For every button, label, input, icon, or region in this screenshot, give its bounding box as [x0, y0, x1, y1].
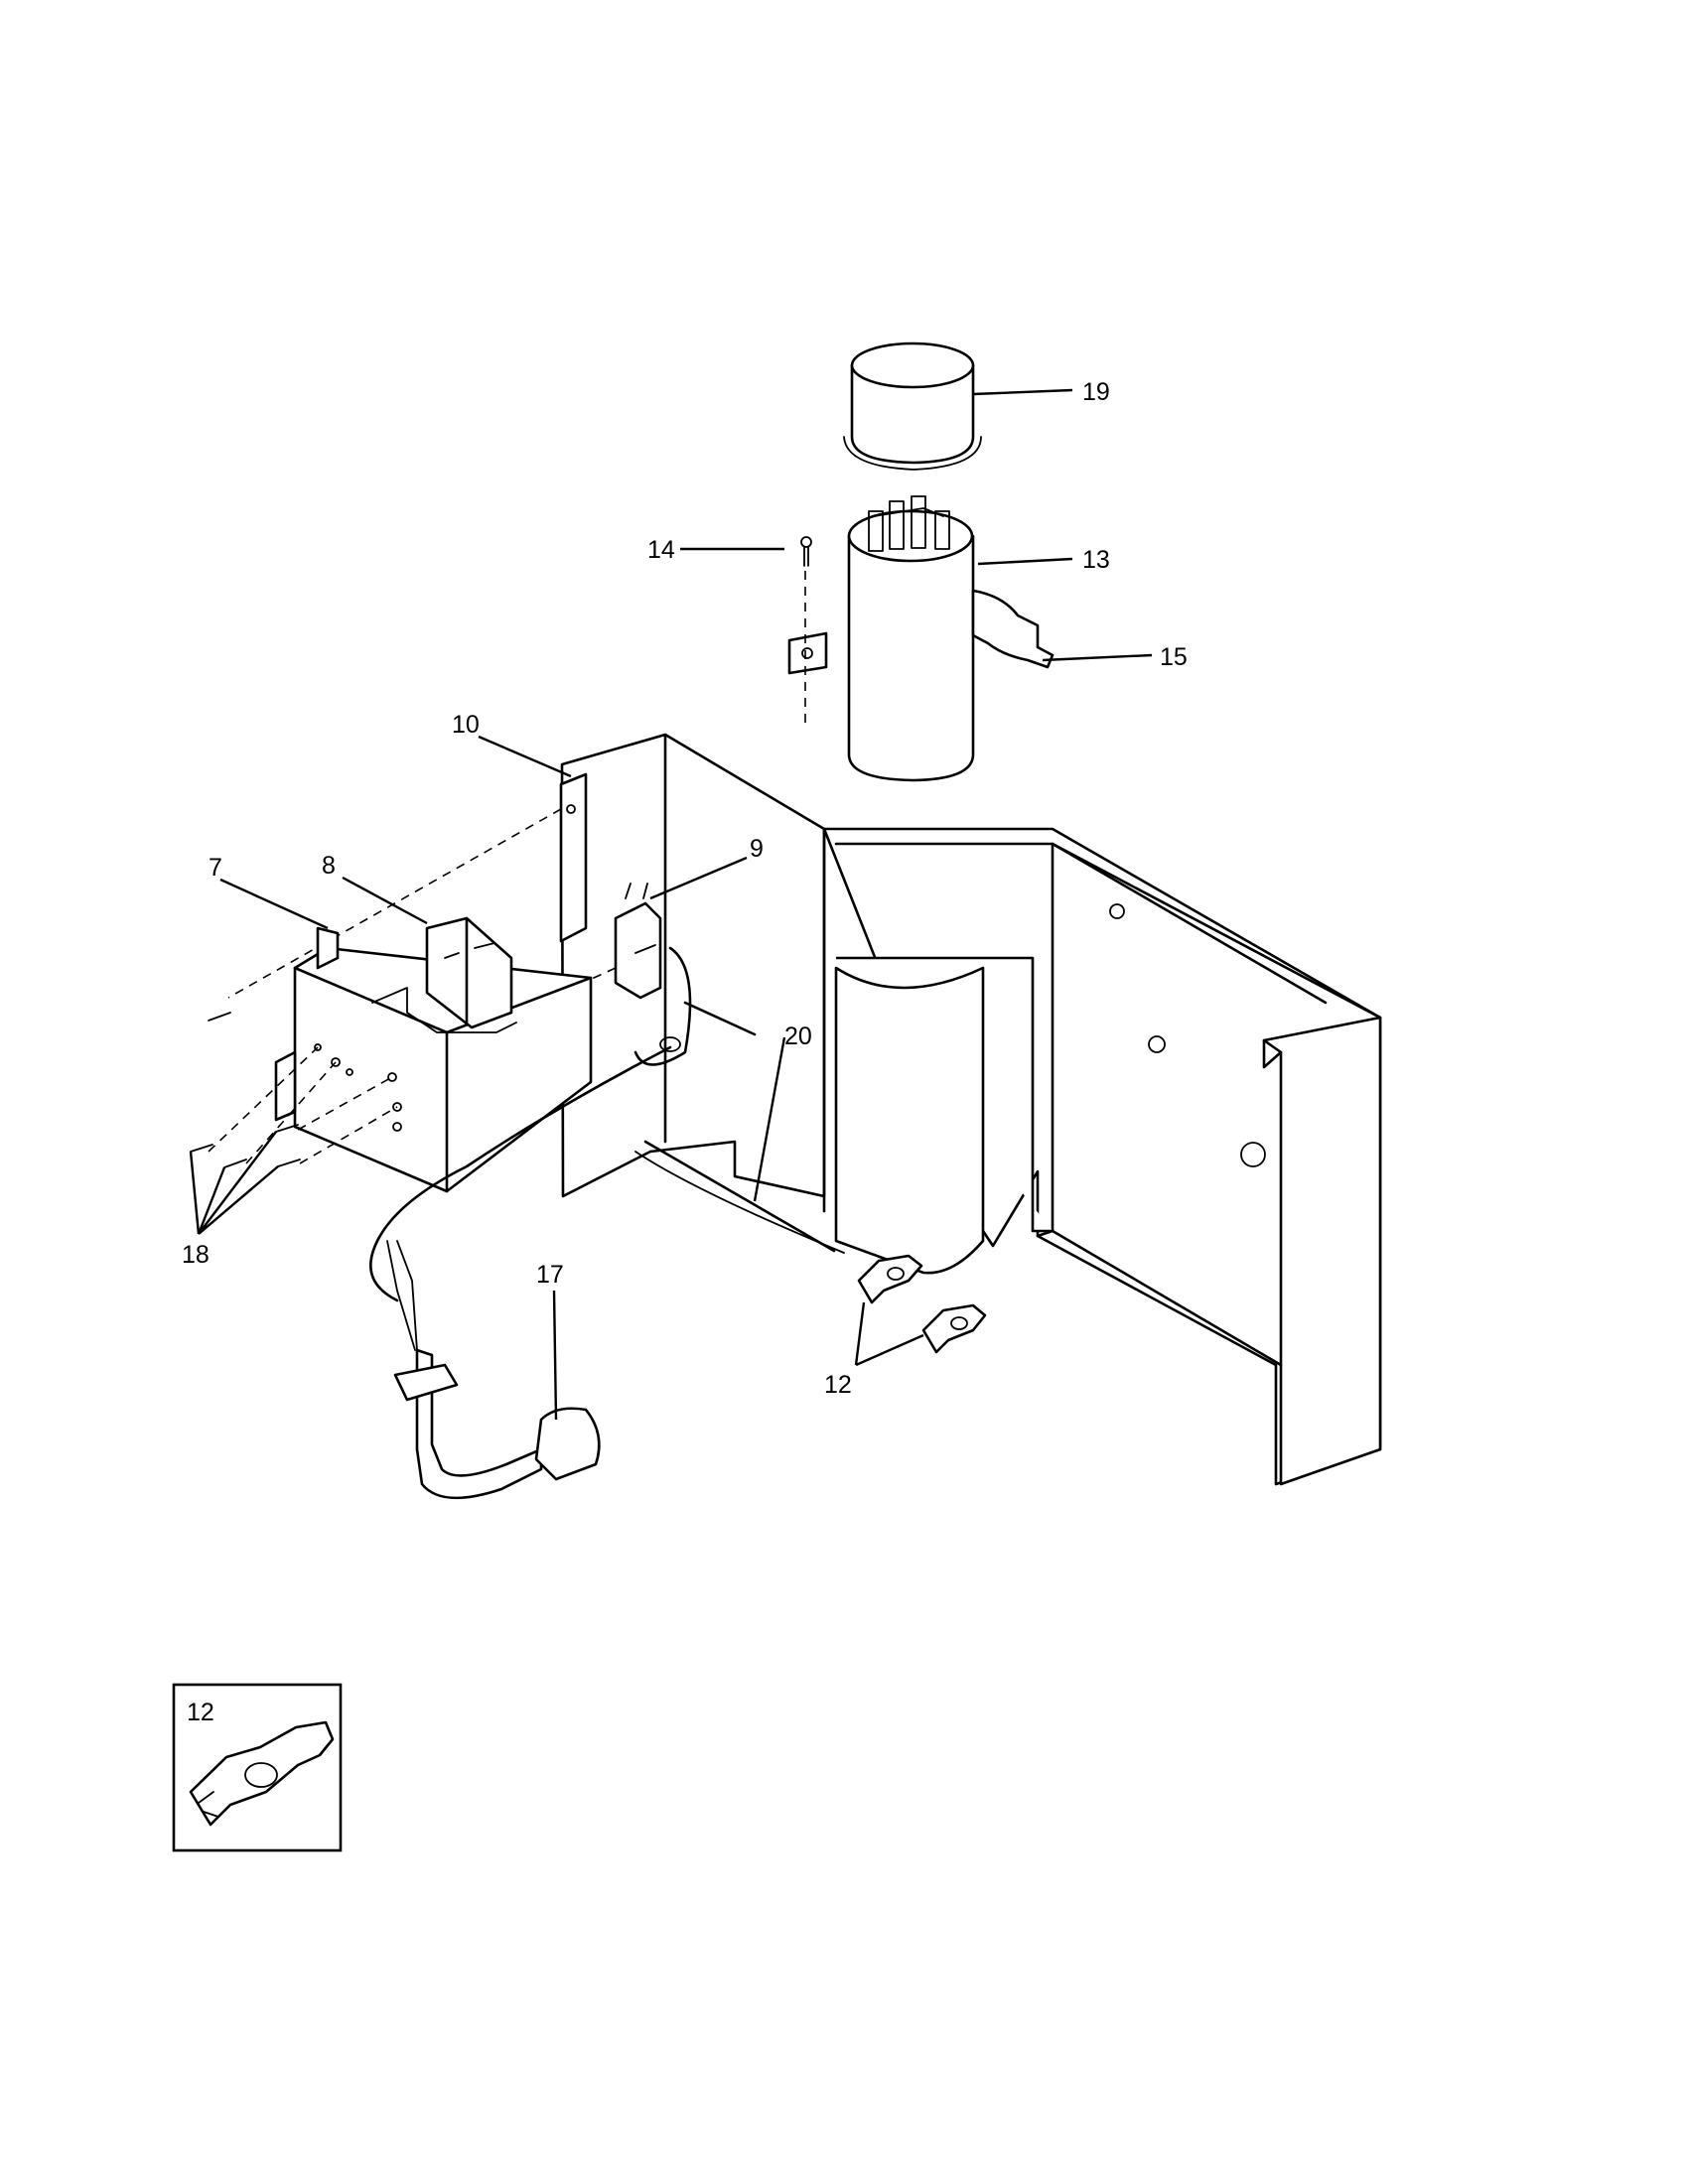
- callout-8: 8: [322, 852, 336, 880]
- part-13-capacitor: [847, 495, 975, 782]
- callout-17: 17: [536, 1261, 564, 1289]
- part-20-wire-harness: [369, 946, 845, 1302]
- part-10-mounting-bracket: [227, 772, 588, 999]
- inset-detail-box: 12: [172, 1683, 343, 1852]
- part-17-power-cord: [386, 1240, 601, 1500]
- part-12-clamps: [857, 1254, 987, 1354]
- callout-10: 10: [452, 711, 480, 739]
- callout-13: 13: [1082, 546, 1110, 574]
- callout-20: 20: [784, 1023, 812, 1050]
- part-19-capacitor-cover: [843, 341, 982, 471]
- part-8-timer: [425, 916, 513, 1029]
- leader-lines: [189, 388, 1153, 1421]
- part-15-capacitor-strap: [787, 589, 1055, 675]
- callout-7: 7: [209, 854, 222, 882]
- part-14-screw: [800, 536, 812, 725]
- callout-19: 19: [1082, 378, 1110, 406]
- callout-labels: 19 14 13 15 10 7 8 9 20 18 17 12: [182, 378, 1188, 1399]
- part-7-control-box: [274, 926, 593, 1193]
- callout-15: 15: [1160, 643, 1188, 671]
- callout-14: 14: [647, 536, 675, 564]
- callout-12: 12: [824, 1371, 852, 1399]
- callout-9: 9: [750, 835, 764, 863]
- inset-label: 12: [187, 1699, 214, 1726]
- part-18-screws: [190, 1012, 398, 1168]
- callout-18: 18: [182, 1241, 210, 1269]
- control-panel-housing: [560, 733, 1382, 1486]
